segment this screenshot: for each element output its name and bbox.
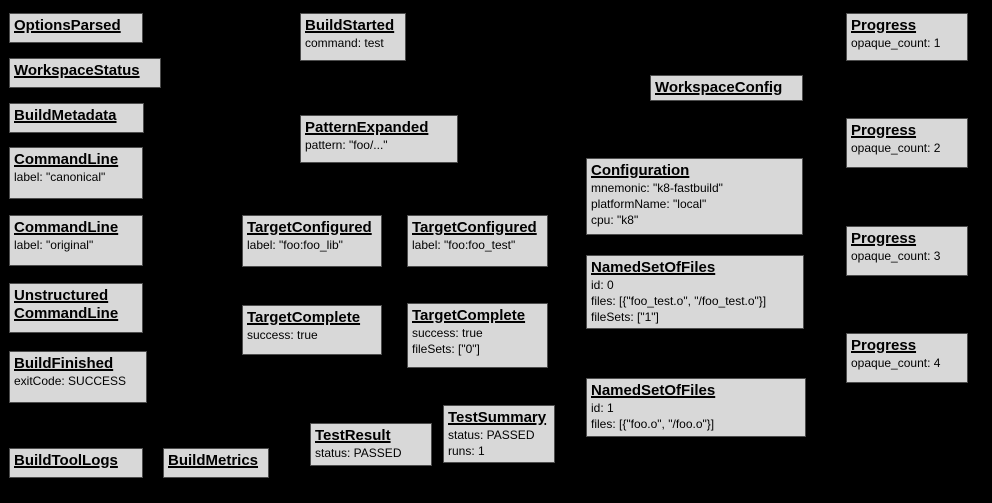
node-field: exitCode: SUCCESS [14,374,127,388]
node-title: TestSummary [448,409,547,426]
node-target-complete-foo-test: TargetComplete success: true fileSets: [… [407,303,548,368]
node-title: NamedSetOfFiles [591,259,716,276]
node-field: label: "foo:foo_test" [412,238,516,252]
node-workspace-status: WorkspaceStatus [9,58,161,88]
node-field: success: true [247,328,318,342]
node-field: success: true [412,326,483,340]
node-build-started: BuildStarted command: test [300,13,406,61]
node-named-set-of-files-0: NamedSetOfFiles id: 0 files: [{"foo_test… [586,255,804,329]
node-progress-3: Progress opaque_count: 3 [846,226,968,276]
node-build-metrics: BuildMetrics [163,448,269,478]
node-field: fileSets: ["1"] [591,310,659,324]
node-build-finished: BuildFinished exitCode: SUCCESS [9,351,147,403]
node-field: pattern: "foo/..." [305,138,388,152]
node-field: command: test [305,36,384,50]
node-title: TargetConfigured [247,219,372,236]
node-field: label: "original" [14,238,94,252]
node-title: BuildMetrics [168,452,259,469]
node-test-result: TestResult status: PASSED [310,423,432,466]
node-title: BuildMetadata [14,107,117,124]
node-field: platformName: "local" [591,197,707,211]
node-title: Progress [851,17,917,34]
node-field: cpu: "k8" [591,213,639,227]
node-field: opaque_count: 1 [851,36,941,50]
node-target-configured-foo-test: TargetConfigured label: "foo:foo_test" [407,215,548,267]
node-pattern-expanded: PatternExpanded pattern: "foo/..." [300,115,458,163]
node-progress-4: Progress opaque_count: 4 [846,333,968,383]
node-title: BuildFinished [14,355,114,372]
node-field: mnemonic: "k8-fastbuild" [591,181,723,195]
node-test-summary: TestSummary status: PASSED runs: 1 [443,405,555,463]
node-title: CommandLine [14,219,119,236]
node-title: Unstructured CommandLine [14,287,119,322]
node-title: BuildStarted [305,17,395,34]
node-field: status: PASSED [315,446,402,460]
node-title: TargetConfigured [412,219,537,236]
node-build-metadata: BuildMetadata [9,103,144,133]
node-field: label: "canonical" [14,170,106,184]
node-target-complete-foo-lib: TargetComplete success: true [242,305,382,355]
node-field: status: PASSED [448,428,535,442]
node-workspace-config: WorkspaceConfig [650,75,803,101]
node-title: BuildToolLogs [14,452,118,469]
node-options-parsed: OptionsParsed [9,13,143,43]
node-named-set-of-files-1: NamedSetOfFiles id: 1 files: [{"foo.o", … [586,378,806,437]
node-unstructured-command-line: Unstructured CommandLine [9,283,143,333]
node-title: CommandLine [14,151,119,168]
node-field: opaque_count: 4 [851,356,941,370]
node-build-tool-logs: BuildToolLogs [9,448,143,478]
node-title: WorkspaceConfig [655,79,783,96]
node-progress-1: Progress opaque_count: 1 [846,13,968,61]
node-title: OptionsParsed [14,17,121,34]
node-target-configured-foo-lib: TargetConfigured label: "foo:foo_lib" [242,215,382,267]
node-progress-2: Progress opaque_count: 2 [846,118,968,168]
node-title: Configuration [591,162,690,179]
node-title: Progress [851,122,917,139]
node-field: runs: 1 [448,444,485,458]
node-command-line-canonical: CommandLine label: "canonical" [9,147,143,199]
node-field: opaque_count: 2 [851,141,941,155]
node-field: label: "foo:foo_lib" [247,238,343,252]
node-title: WorkspaceStatus [14,62,140,79]
node-field: id: 0 [591,278,614,292]
node-field: fileSets: ["0"] [412,342,480,356]
node-command-line-original: CommandLine label: "original" [9,215,143,266]
node-configuration: Configuration mnemonic: "k8-fastbuild" p… [586,158,803,235]
node-title: PatternExpanded [305,119,429,136]
node-title: TargetComplete [247,309,361,326]
node-field: opaque_count: 3 [851,249,941,263]
node-field: files: [{"foo.o", "/foo.o"}] [591,417,715,431]
node-title: NamedSetOfFiles [591,382,716,399]
node-title: Progress [851,230,917,247]
node-title: TestResult [315,427,391,444]
node-title: Progress [851,337,917,354]
node-title: TargetComplete [412,307,526,324]
node-field: files: [{"foo_test.o", "/foo_test.o"}] [591,294,767,308]
node-field: id: 1 [591,401,614,415]
